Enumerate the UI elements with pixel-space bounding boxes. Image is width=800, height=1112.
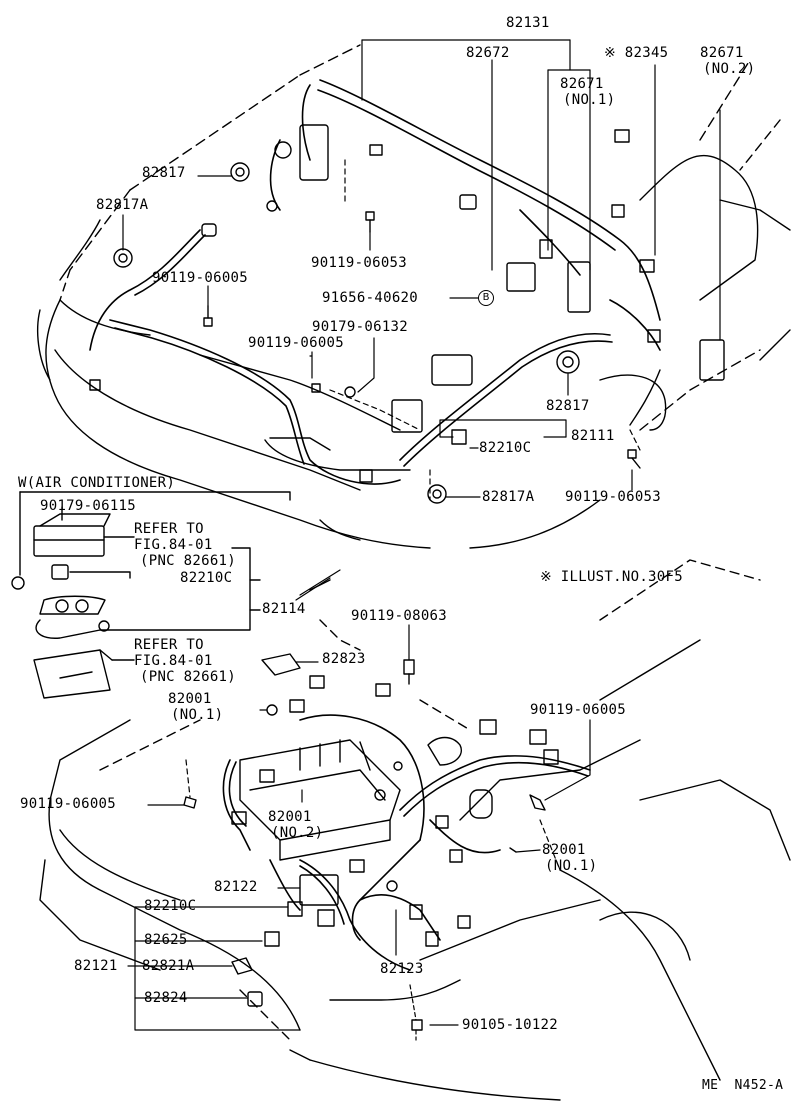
part-90105-10122-label: 90105-10122: [462, 1017, 559, 1033]
part-82111-label: 82111: [571, 428, 615, 444]
part-82817-right-label: 82817: [546, 398, 590, 414]
no1-tag: (NO.1): [563, 92, 616, 108]
no1-b-tag: (NO.1): [545, 858, 598, 874]
upper-leaders: [122, 39, 721, 501]
upper-components: [89, 124, 725, 504]
part-82001-no1-b-label: 82001: [542, 842, 586, 858]
part-90119-06005-left-label: 90119-06005: [20, 796, 117, 812]
lower-leaders: [127, 624, 591, 1041]
part-90119-06005-a-label: 90119-06005: [152, 270, 249, 286]
part-90119-06053-a-label: 90119-06053: [311, 255, 408, 271]
part-82114-label: 82114: [262, 601, 306, 617]
part-82001-no1-a-label: 82001: [168, 691, 212, 707]
refer-to-2-line1: REFER TO: [134, 637, 204, 653]
part-82210c-middle-label: 82210C: [180, 570, 233, 586]
lower-components: [183, 653, 559, 1031]
part-82821a-label: 82821A: [142, 958, 195, 974]
part-82123-label: 82123: [380, 961, 424, 977]
part-90179-06115-label: 90179-06115: [40, 498, 137, 514]
part-82817a-top-label: 82817A: [96, 197, 149, 213]
part-82671-no2-label: 82671: [700, 45, 744, 61]
callout-diagonals: [295, 569, 341, 601]
part-82001-no2-label: 82001: [268, 809, 312, 825]
part-82824-label: 82824: [144, 990, 188, 1006]
part-82671-no1-label: 82671: [560, 76, 604, 92]
lower-wire-harness: [222, 714, 591, 971]
part-82122-label: 82122: [214, 879, 258, 895]
part-82823-label: 82823: [322, 651, 366, 667]
part-90119-06005-right-label: 90119-06005: [530, 702, 627, 718]
refer-to-2-line3: (PNC 82661): [140, 669, 237, 685]
upper-car-body: [37, 44, 791, 549]
refer-to-2-line2: FIG.84-01: [134, 653, 213, 669]
part-82121-label: 82121: [74, 958, 118, 974]
part-82817a-bottom-label: 82817A: [482, 489, 535, 505]
refer-to-1-line2: FIG.84-01: [134, 537, 213, 553]
ac-subassembly: [11, 491, 291, 699]
part-82625-label: 82625: [144, 932, 188, 948]
illust-note: ※ ILLUST.NO.30F5: [540, 569, 683, 585]
part-82131-label: 82131: [506, 15, 550, 31]
part-82817-top-label: 82817: [142, 165, 186, 181]
marker-b: B: [478, 290, 494, 306]
part-90119-06005-b-label: 90119-06005: [248, 335, 345, 351]
figure-code: ME N452-A: [702, 1078, 784, 1093]
part-82672-label: 82672: [466, 45, 510, 61]
part-82210c-lower-label: 82210C: [144, 898, 197, 914]
part-82210c-upper-label: 82210C: [479, 440, 532, 456]
lower-car-body: [39, 559, 791, 1101]
part-90179-06132-label: 90179-06132: [312, 319, 409, 335]
air-conditioner-header: W(AIR CONDITIONER): [18, 475, 176, 491]
no1-a-tag: (NO.1): [171, 707, 224, 723]
part-82345-label: ※ 82345: [604, 45, 669, 61]
part-90119-06053-b-label: 90119-06053: [565, 489, 662, 505]
refer-to-1-line3: (PNC 82661): [140, 553, 237, 569]
part-91656-label: 91656-40620: [322, 290, 419, 306]
no2-tag: (NO.2): [703, 61, 756, 77]
part-90119-08063-label: 90119-08063: [351, 608, 448, 624]
engine-block: [239, 739, 401, 861]
no2-tag-lower: (NO.2): [271, 825, 324, 841]
refer-to-1-line1: REFER TO: [134, 521, 204, 537]
